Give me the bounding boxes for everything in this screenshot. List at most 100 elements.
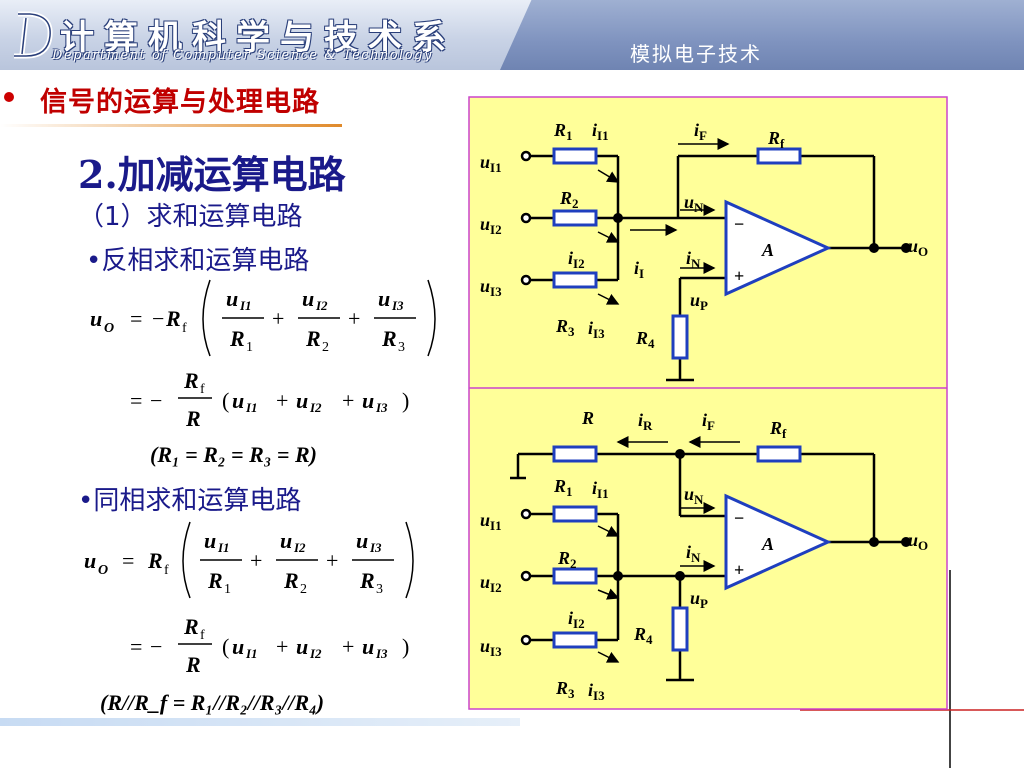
svg-text:uN: uN bbox=[684, 192, 704, 215]
svg-text:I1: I1 bbox=[245, 646, 258, 661]
svg-text:u: u bbox=[232, 388, 244, 413]
svg-text:uI2: uI2 bbox=[480, 572, 502, 595]
svg-text:−: − bbox=[734, 508, 744, 528]
svg-text:u: u bbox=[302, 286, 314, 311]
resistor-rf-top bbox=[756, 147, 802, 165]
svg-text:uI3: uI3 bbox=[480, 636, 502, 659]
svg-text:f: f bbox=[164, 563, 169, 578]
svg-text:iI2: iI2 bbox=[568, 248, 585, 271]
svg-text:R: R bbox=[165, 306, 181, 331]
svg-text:=: = bbox=[122, 548, 134, 573]
svg-text:I2: I2 bbox=[309, 646, 322, 661]
svg-text:A: A bbox=[761, 534, 774, 554]
resistor-r3-bottom bbox=[552, 631, 598, 649]
svg-text:R: R bbox=[185, 652, 201, 677]
noninverting-sum-label: •同相求和运算电路 bbox=[78, 486, 302, 516]
svg-text:u: u bbox=[232, 634, 244, 659]
svg-text:iI3: iI3 bbox=[588, 318, 605, 341]
svg-text:I2: I2 bbox=[293, 540, 306, 555]
formula-noninverting-sum: u O = R f u I1 R 1 + u I2 R 2 + u I3 R 3 bbox=[84, 521, 414, 599]
svg-text:1: 1 bbox=[246, 340, 253, 355]
svg-text:R: R bbox=[305, 326, 321, 351]
svg-text:uI3: uI3 bbox=[480, 276, 502, 299]
resistor-r-bottom bbox=[552, 445, 598, 463]
formula-noninverting-simplified: = − R f R ( u I1 + u I2 + u I3 ) bbox=[130, 614, 409, 677]
resistor-r4-bottom bbox=[671, 606, 689, 652]
svg-text:−: − bbox=[150, 634, 162, 659]
svg-text:−: − bbox=[150, 388, 162, 413]
resistor-rf-bottom bbox=[756, 445, 802, 463]
svg-text:iF: iF bbox=[694, 120, 707, 143]
svg-text:I3: I3 bbox=[375, 400, 388, 415]
svg-text:): ) bbox=[402, 388, 409, 413]
svg-text:+: + bbox=[250, 548, 262, 573]
svg-text:u: u bbox=[90, 306, 102, 331]
svg-text:O: O bbox=[104, 321, 114, 336]
inverting-sum-label: •反相求和运算电路 bbox=[86, 246, 310, 276]
svg-text:1: 1 bbox=[224, 582, 231, 597]
svg-text:uO: uO bbox=[908, 236, 928, 259]
course-title: 模拟电子技术 bbox=[630, 42, 762, 66]
formula-inverting-sum: u O = − R f u I1 R 1 + u I2 R 2 + u I3 R… bbox=[90, 279, 436, 357]
resistor-r1-top bbox=[552, 147, 598, 165]
svg-text:I1: I1 bbox=[239, 298, 252, 313]
resistor-r4-top bbox=[671, 314, 689, 360]
svg-text:): ) bbox=[402, 634, 409, 659]
svg-text:R: R bbox=[283, 568, 299, 593]
svg-text:u: u bbox=[296, 634, 308, 659]
svg-text:I1: I1 bbox=[217, 540, 230, 555]
svg-text:2: 2 bbox=[322, 340, 329, 355]
svg-text:u: u bbox=[362, 388, 374, 413]
svg-text:I3: I3 bbox=[375, 646, 388, 661]
sub-heading: （1）求和运算电路 bbox=[78, 202, 303, 232]
formula-inverting-simplified: = − R f R ( u I1 + u I2 + u I3 ) bbox=[130, 368, 409, 431]
svg-text:+: + bbox=[326, 548, 338, 573]
svg-text:(: ( bbox=[222, 634, 229, 659]
resistor-r3-top bbox=[552, 271, 598, 289]
svg-text:+: + bbox=[348, 306, 360, 331]
svg-text:R4: R4 bbox=[633, 624, 653, 647]
svg-text:iI1: iI1 bbox=[592, 120, 609, 143]
resistor-r2-bottom bbox=[552, 567, 598, 585]
svg-text:u: u bbox=[84, 548, 96, 573]
svg-text:R4: R4 bbox=[635, 328, 655, 351]
svg-text:R2: R2 bbox=[557, 548, 577, 571]
department-name-cn: 计算机科学与技术系 bbox=[60, 18, 456, 58]
resistor-r1-bottom bbox=[552, 505, 598, 523]
opamp-bottom-icon bbox=[724, 493, 832, 591]
svg-text:+: + bbox=[734, 560, 744, 580]
svg-text:I3: I3 bbox=[391, 298, 404, 313]
svg-text:I2: I2 bbox=[309, 400, 322, 415]
svg-text:u: u bbox=[362, 634, 374, 659]
svg-text:R: R bbox=[207, 568, 223, 593]
svg-text:R: R bbox=[147, 548, 163, 573]
svg-text:uN: uN bbox=[684, 484, 704, 507]
svg-text:+: + bbox=[272, 306, 284, 331]
svg-text:R: R bbox=[581, 408, 594, 428]
svg-text:f: f bbox=[200, 628, 205, 643]
svg-text:iI: iI bbox=[634, 258, 644, 281]
svg-text:−: − bbox=[734, 214, 744, 234]
svg-text:R: R bbox=[381, 326, 397, 351]
svg-text:R: R bbox=[359, 568, 375, 593]
bottom-decor-bar bbox=[0, 718, 520, 726]
svg-text:+: + bbox=[276, 634, 288, 659]
svg-text:=: = bbox=[130, 306, 142, 331]
svg-text:u: u bbox=[296, 388, 308, 413]
svg-text:iN: iN bbox=[686, 248, 701, 271]
svg-text:+: + bbox=[342, 634, 354, 659]
svg-text:f: f bbox=[182, 321, 187, 336]
svg-text:R3: R3 bbox=[555, 678, 575, 701]
svg-text:uI2: uI2 bbox=[480, 214, 502, 237]
svg-text:iI1: iI1 bbox=[592, 478, 609, 501]
svg-text:3: 3 bbox=[398, 340, 405, 355]
svg-text:I1: I1 bbox=[245, 400, 258, 415]
svg-text:A: A bbox=[761, 240, 774, 260]
header-course-panel bbox=[500, 0, 1024, 70]
svg-text:R: R bbox=[183, 368, 199, 393]
svg-text:R1: R1 bbox=[553, 476, 573, 499]
svg-text:uP: uP bbox=[690, 290, 708, 313]
circuit-diagram-panel: R1 iI1 R2 iI2 R3 iI3 R4 iF Rf uI1 uI2 uI… bbox=[468, 96, 948, 710]
svg-text:I2: I2 bbox=[315, 298, 328, 313]
svg-text:R: R bbox=[183, 614, 199, 639]
